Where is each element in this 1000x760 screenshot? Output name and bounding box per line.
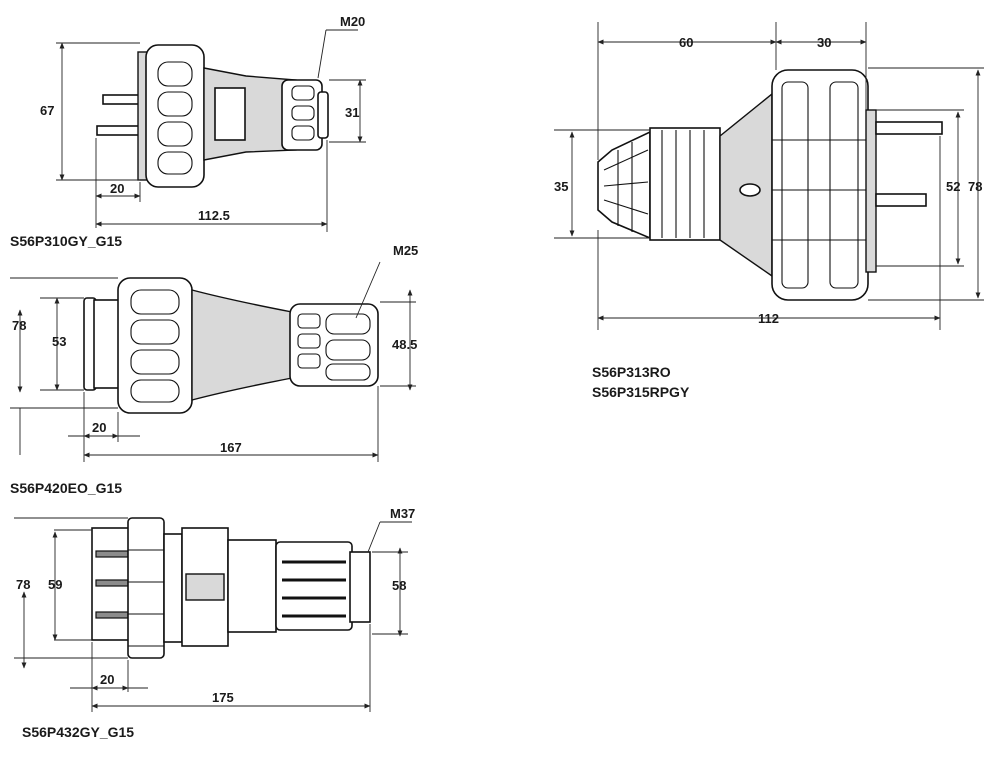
nose-height-label: 31 (345, 105, 359, 120)
caption-s56p310: S56P310GY_G15 (10, 233, 122, 249)
pin-length-label: 20 (100, 672, 114, 687)
pin-span-label: 52 (946, 179, 960, 194)
overall-length-label: 167 (220, 440, 242, 455)
overall-length-label: 112 (758, 311, 779, 326)
overall-length-label: 112.5 (198, 208, 230, 223)
dimension-lines-s56p310 (56, 29, 366, 232)
caption-s56p313: S56P313RO (592, 364, 671, 380)
height-label: 67 (40, 103, 54, 118)
pin-length-label: 20 (110, 181, 124, 196)
thread-label: M25 (393, 243, 418, 258)
plug-body-s56p313 (597, 69, 943, 301)
dimension-lines-s56p432 (14, 517, 412, 712)
drawing-s56p310: M20 67 31 20 112.5 S56P310GY_G15 (10, 14, 366, 249)
caption-s56p432: S56P432GY_G15 (22, 724, 134, 740)
dimension-lines-s56p420 (10, 261, 416, 462)
drawing-s56p432: M37 78 59 58 20 175 S56P432GY_G15 (14, 506, 415, 740)
drawing-s56p420: M25 78 53 48.5 20 167 S56P420EO_G15 (10, 243, 418, 496)
height-label: 78 (968, 179, 982, 194)
top-right-dimension-label: 30 (817, 35, 831, 50)
inner-height-label: 53 (52, 334, 66, 349)
height-label: 78 (12, 318, 26, 333)
nose-height-label: 58 (392, 578, 406, 593)
plug-body-s56p420 (83, 277, 379, 414)
caption-s56p420: S56P420EO_G15 (10, 480, 122, 496)
plug-body-s56p432 (91, 517, 371, 659)
thread-label: M20 (340, 14, 365, 29)
overall-length-label: 175 (212, 690, 234, 705)
drawing-s56p313: 60 30 35 52 78 112 S56P313RO S56P315RPGY (554, 22, 984, 400)
thread-label: M37 (390, 506, 415, 521)
nose-height-label: 35 (554, 179, 568, 194)
inner-height-label: 59 (48, 577, 62, 592)
dimension-lines-s56p313 (554, 22, 984, 330)
nose-height-label: 48.5 (392, 337, 417, 352)
height-label: 78 (16, 577, 30, 592)
pin-length-label: 20 (92, 420, 106, 435)
caption-s56p315: S56P315RPGY (592, 384, 690, 400)
plug-body-s56p310 (96, 44, 329, 188)
top-left-dimension-label: 60 (679, 35, 693, 50)
